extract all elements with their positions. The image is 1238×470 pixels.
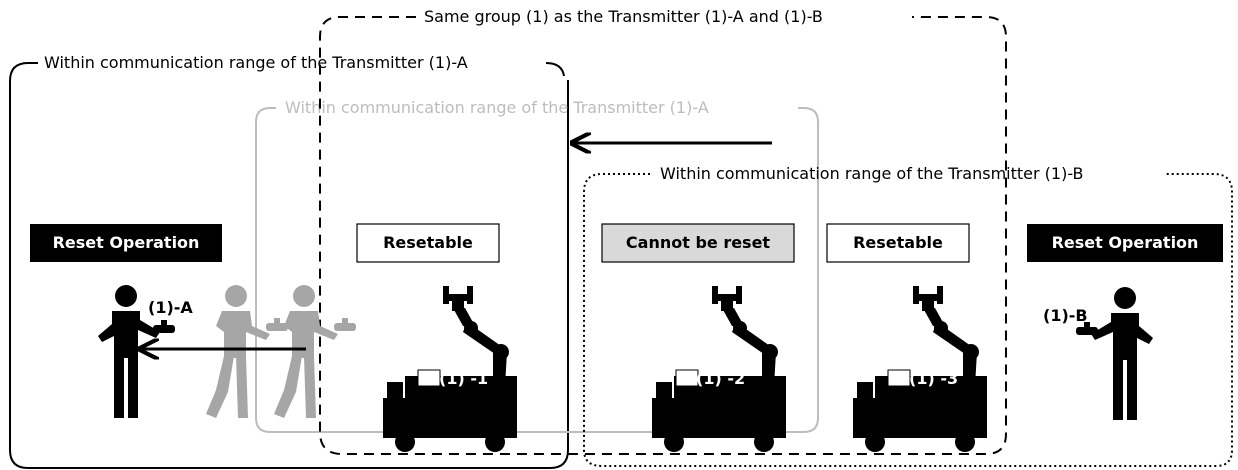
status-label-2: Cannot be reset <box>626 233 771 252</box>
person-icon <box>274 285 338 418</box>
status-box-1 <box>356 223 500 263</box>
range-a-outer-corner <box>545 62 565 77</box>
status-box-3 <box>826 223 970 263</box>
status-box-2 <box>601 223 795 263</box>
status-label-3: Resetable <box>853 233 943 252</box>
robot-3-id: (1) -3 <box>909 369 958 388</box>
operator-a-id: (1)-A <box>148 298 193 317</box>
same-group-label: Same group (1) as the Transmitter (1)-A … <box>424 7 823 26</box>
robot-1-display <box>417 369 441 387</box>
reset-operation-box-b <box>1027 224 1223 262</box>
transmitter-icon <box>334 318 356 331</box>
operator-a: Reset Operation (1)-A <box>30 224 222 418</box>
robot-1: Resetable (1) -1 <box>356 223 517 452</box>
reset-operation-label-a: Reset Operation <box>53 233 200 252</box>
robot-3: Resetable (1) -3 <box>826 223 987 452</box>
robot-2-id: (1) -2 <box>696 369 745 388</box>
robot-2-display <box>675 369 699 387</box>
range-a-outer-label: Within communication range of the Transm… <box>44 53 468 72</box>
range-a-moved-boundary <box>255 107 819 433</box>
status-label-1: Resetable <box>383 233 473 252</box>
robot-2: Cannot be reset (1) -2 <box>601 223 795 452</box>
person-icon <box>1091 287 1153 420</box>
moving-operator-figures <box>206 285 356 418</box>
operator-b-id: (1)-B <box>1043 306 1088 325</box>
same-group-boundary <box>319 16 1007 455</box>
robot-3-display <box>887 369 911 387</box>
robot-1-id: (1) -1 <box>439 369 488 388</box>
operator-b: Reset Operation (1)-B <box>1027 224 1223 420</box>
transmitter-icon <box>153 320 175 333</box>
reset-operation-label-b: Reset Operation <box>1052 233 1199 252</box>
person-icon <box>206 285 270 418</box>
range-a-outer-boundary <box>9 62 569 469</box>
range-a-moved-label: Within communication range of the Transm… <box>285 98 709 117</box>
range-b-label: Within communication range of the Transm… <box>660 164 1084 183</box>
reset-operation-box-a <box>30 224 222 262</box>
